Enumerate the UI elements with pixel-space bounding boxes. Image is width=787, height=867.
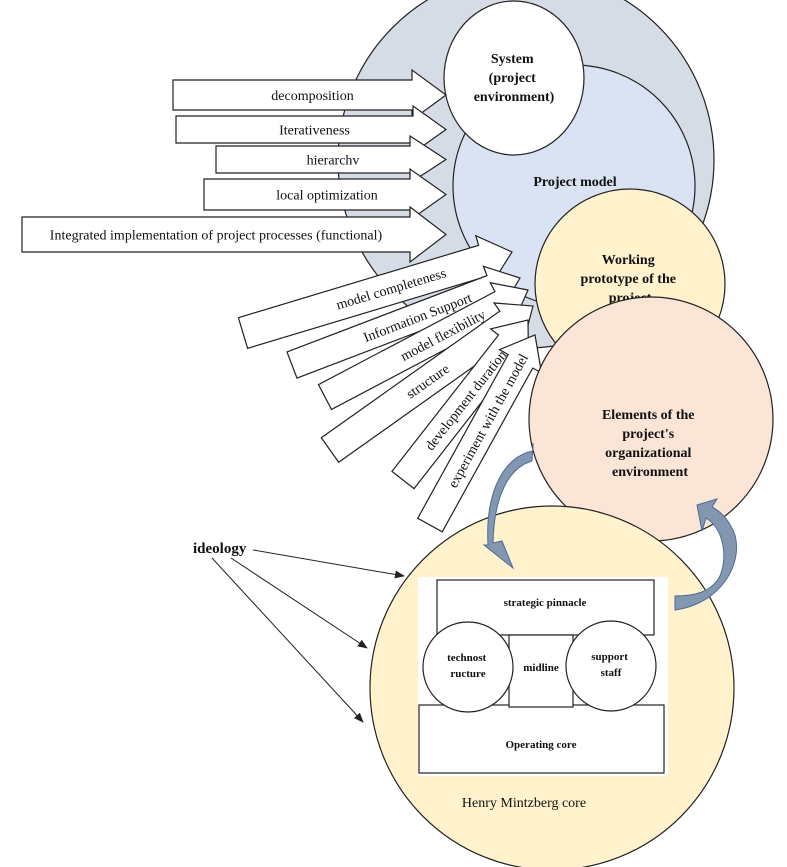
- org-environment-group: Elements of the project's organizational…: [528, 296, 774, 542]
- arrow-shape: [215, 134, 448, 185]
- technostructure-circle: [422, 621, 514, 713]
- midline-box: [508, 634, 574, 708]
- arrow-shape: [172, 68, 448, 122]
- horizontal-arrow: decomposition: [172, 68, 448, 122]
- system-label-line: environment): [474, 90, 555, 105]
- technostructure-label: technost ructure: [447, 652, 489, 680]
- ideology-arrow: [211, 557, 364, 723]
- system-label-line: (project: [489, 71, 536, 86]
- org-environment-label-line: organizational: [605, 446, 691, 461]
- ideology-arrow: [252, 549, 405, 579]
- curved-arrows: [482, 442, 737, 611]
- support-staff-label: support staff: [591, 651, 630, 679]
- working-prototype-label-line: Working: [602, 253, 655, 268]
- horizontal-arrow-label: Iterativeness: [279, 124, 350, 139]
- system-label: System (project environment): [474, 52, 555, 105]
- support-staff-circle: [565, 620, 657, 712]
- strategic-pinnacle-label: strategic pinnacle: [504, 597, 587, 609]
- ideology-group: ideology: [193, 541, 405, 723]
- system-ellipse: [443, 0, 585, 156]
- org-environment-label-line: environment: [612, 465, 688, 480]
- curved-arrow-down: [482, 442, 534, 570]
- horizontal-arrow-label: Integrated implementation of project pro…: [50, 229, 383, 244]
- support-staff-label-line: support: [591, 651, 628, 663]
- working-prototype-label-line: prototype of the: [581, 272, 676, 287]
- arrow-shape: [416, 334, 543, 533]
- curved-arrow-up: [674, 498, 737, 611]
- mintzberg-group: strategic pinnacle Operating core midlin…: [369, 505, 735, 867]
- mintzberg-caption: Henry Mintzberg core: [462, 796, 586, 811]
- arrow-shape: [21, 205, 447, 264]
- technostructure-label-line: ructure: [450, 668, 485, 680]
- support-staff-label-line: staff: [601, 667, 622, 679]
- operating-core-box: [418, 704, 665, 774]
- arrow-shape: [203, 167, 448, 222]
- horizontal-arrow: hierarchv: [215, 134, 448, 185]
- horizontal-arrow-label: decomposition: [271, 89, 353, 104]
- ideology-arrow: [230, 557, 368, 649]
- operating-core-label: Operating core: [506, 739, 577, 751]
- midline-label: midline: [523, 662, 559, 674]
- org-environment-label-line: project's: [622, 427, 674, 442]
- horizontal-arrow-label: local optimization: [276, 189, 377, 204]
- horizontal-arrow: Integrated implementation of project pro…: [21, 205, 447, 264]
- horizontal-arrow-label: hierarchv: [307, 154, 360, 169]
- project-model-label: Project model: [533, 175, 616, 190]
- system-label-line: System: [491, 52, 534, 67]
- arrow-shape: [175, 104, 448, 155]
- technostructure-label-line: technost: [447, 652, 486, 664]
- arrow-shape: [237, 234, 513, 350]
- horizontal-arrow: Iterativeness: [175, 104, 448, 155]
- org-environment-label-line: Elements of the: [602, 408, 695, 423]
- org-environment-label: Elements of the project's organizational…: [602, 408, 698, 480]
- ideology-label: ideology: [193, 541, 247, 557]
- horizontal-arrow: local optimization: [203, 167, 448, 222]
